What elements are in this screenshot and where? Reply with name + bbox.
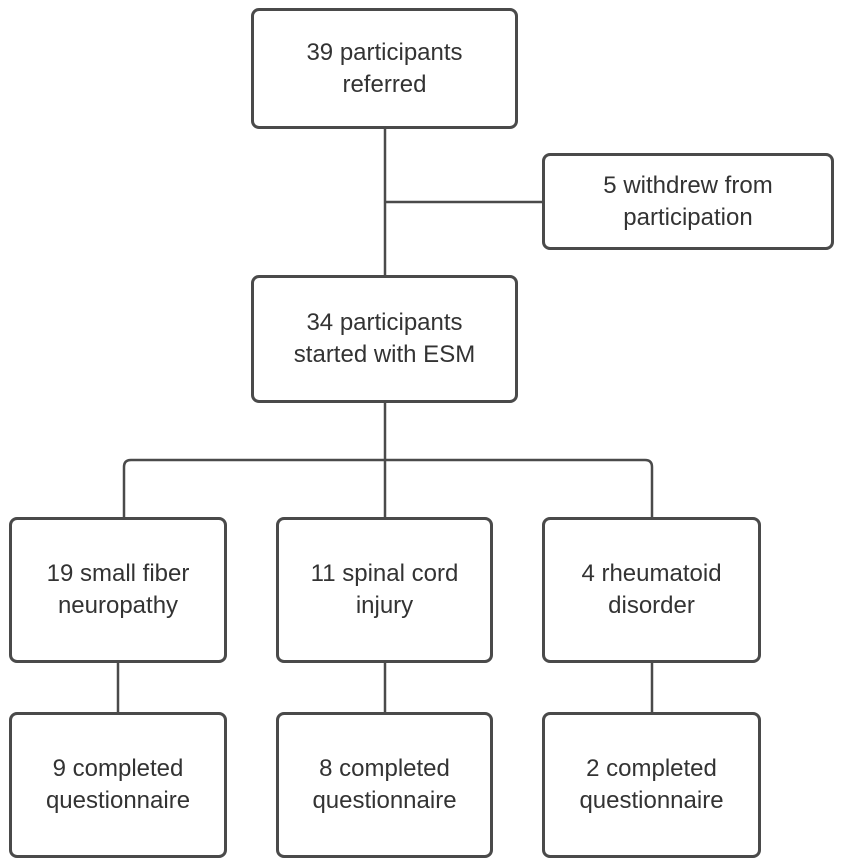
- box-text-line: 4 rheumatoid: [581, 560, 722, 587]
- box-text-line: started with ESM: [293, 341, 476, 368]
- box-text-line: injury: [355, 592, 414, 619]
- box-text-line: disorder: [608, 592, 695, 619]
- box-text-line: 8 completed: [319, 755, 450, 782]
- box-text-line: 39 participants: [306, 38, 463, 66]
- box-sfn-completed: 9 completed questionnaire: [9, 712, 227, 858]
- box-spinal-cord-injury: 11 spinal cord injury: [276, 517, 493, 663]
- box-rd-completed: 2 completed questionnaire: [542, 712, 761, 858]
- box-text-line: 19 small fiber: [46, 560, 190, 587]
- connector-branch-bar: [122, 458, 654, 517]
- box-text-line: questionnaire: [579, 787, 724, 814]
- box-text-line: referred: [342, 70, 427, 98]
- box-text-line: 2 completed: [586, 755, 717, 782]
- box-text-line: questionnaire: [45, 787, 191, 814]
- box-sci-completed: 8 completed questionnaire: [276, 712, 493, 858]
- box-rheumatoid-disorder: 4 rheumatoid disorder: [542, 517, 761, 663]
- box-withdrew: 5 withdrew from participation: [542, 153, 834, 250]
- box-participants-referred: 39 participants referred: [251, 8, 518, 129]
- box-text-line: participation: [623, 203, 753, 231]
- box-text-line: 34 participants: [306, 309, 463, 336]
- box-text-line: 5 withdrew from: [603, 171, 773, 199]
- box-started-esm: 34 participants started with ESM: [251, 275, 518, 403]
- box-text-line: questionnaire: [312, 787, 457, 814]
- box-text-line: 11 spinal cord: [310, 560, 459, 587]
- box-text-line: neuropathy: [57, 592, 179, 619]
- box-text-line: 9 completed: [52, 755, 184, 782]
- box-small-fiber-neuropathy: 19 small fiber neuropathy: [9, 517, 227, 663]
